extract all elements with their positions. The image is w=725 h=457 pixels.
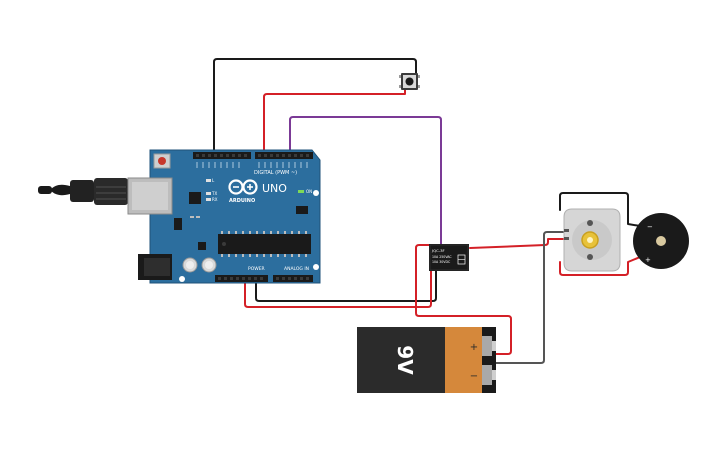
microcontroller-chip: [218, 234, 311, 254]
buzzer-minus-label: −: [647, 223, 653, 231]
battery-minus-label: −: [470, 371, 478, 382]
relay-ac-rating: 10A 250VAC: [432, 255, 452, 259]
buzzer-plus-label: +: [645, 256, 651, 264]
header-power[interactable]: [215, 275, 268, 282]
usb-chip: [189, 192, 201, 204]
svg-text:TX: TX: [211, 191, 217, 196]
battery-voltage-label: 9V: [393, 345, 417, 375]
mounting-hole: [313, 190, 319, 196]
battery-terminal-plus[interactable]: [482, 336, 492, 356]
led-l: [206, 179, 211, 182]
wire-relay-to-battery[interactable]: [415, 244, 512, 355]
dc-motor[interactable]: [563, 208, 621, 272]
model-label: UNO: [262, 182, 287, 195]
usb-cable[interactable]: [38, 178, 128, 205]
wire-5v-to-relay[interactable]: [244, 267, 432, 308]
brand-label: ARDUINO: [229, 198, 255, 204]
battery-plus-label: +: [470, 342, 478, 353]
pushbutton[interactable]: [399, 73, 420, 90]
wire-motor-buzzer-plus[interactable]: [559, 254, 646, 276]
analog-header-label: ANALOG IN: [284, 266, 309, 272]
wires: [213, 58, 646, 364]
led-tx: [206, 192, 211, 195]
battery-9v[interactable]: 9V + −: [357, 327, 496, 393]
piezo-buzzer[interactable]: − +: [633, 213, 689, 269]
power-header-label: POWER: [248, 266, 265, 272]
reset-button[interactable]: [153, 153, 171, 169]
mounting-hole: [313, 264, 319, 270]
wire-pin-to-button[interactable]: [263, 87, 406, 156]
relay-module[interactable]: JQC-3F 10A 250VAC 10A 30VDC: [429, 244, 469, 271]
digital-header-label: DIGITAL (PWM ~): [254, 170, 297, 176]
wire-motor-to-buzzer[interactable]: [559, 192, 641, 227]
voltage-regulator: [174, 218, 182, 230]
wire-battery-to-motor[interactable]: [494, 231, 566, 364]
arduino-logo: [228, 179, 258, 195]
led-on: [298, 190, 304, 193]
svg-text:L: L: [212, 178, 215, 183]
battery-terminal-minus[interactable]: [482, 365, 492, 385]
relay-model-label: JQC-3F: [431, 248, 445, 253]
wire-pin-to-relay[interactable]: [289, 116, 442, 246]
icsp-header: [296, 206, 308, 214]
svg-text:RX: RX: [212, 197, 218, 202]
wire-gnd-to-button[interactable]: [213, 58, 417, 156]
svg-text:ON: ON: [306, 189, 312, 194]
wire-relay-to-motor[interactable]: [469, 238, 566, 249]
small-chip: [198, 242, 206, 250]
arduino-uno-board[interactable]: DIGITAL (PWM ~) UNO ARDUINO L TX RX ON: [127, 149, 321, 284]
wire-relay-to-gnd[interactable]: [255, 267, 437, 302]
relay-dc-rating: 10A 30VDC: [432, 260, 451, 264]
header-analog[interactable]: [273, 275, 313, 282]
led-rx: [206, 198, 211, 201]
mounting-hole: [179, 276, 185, 282]
